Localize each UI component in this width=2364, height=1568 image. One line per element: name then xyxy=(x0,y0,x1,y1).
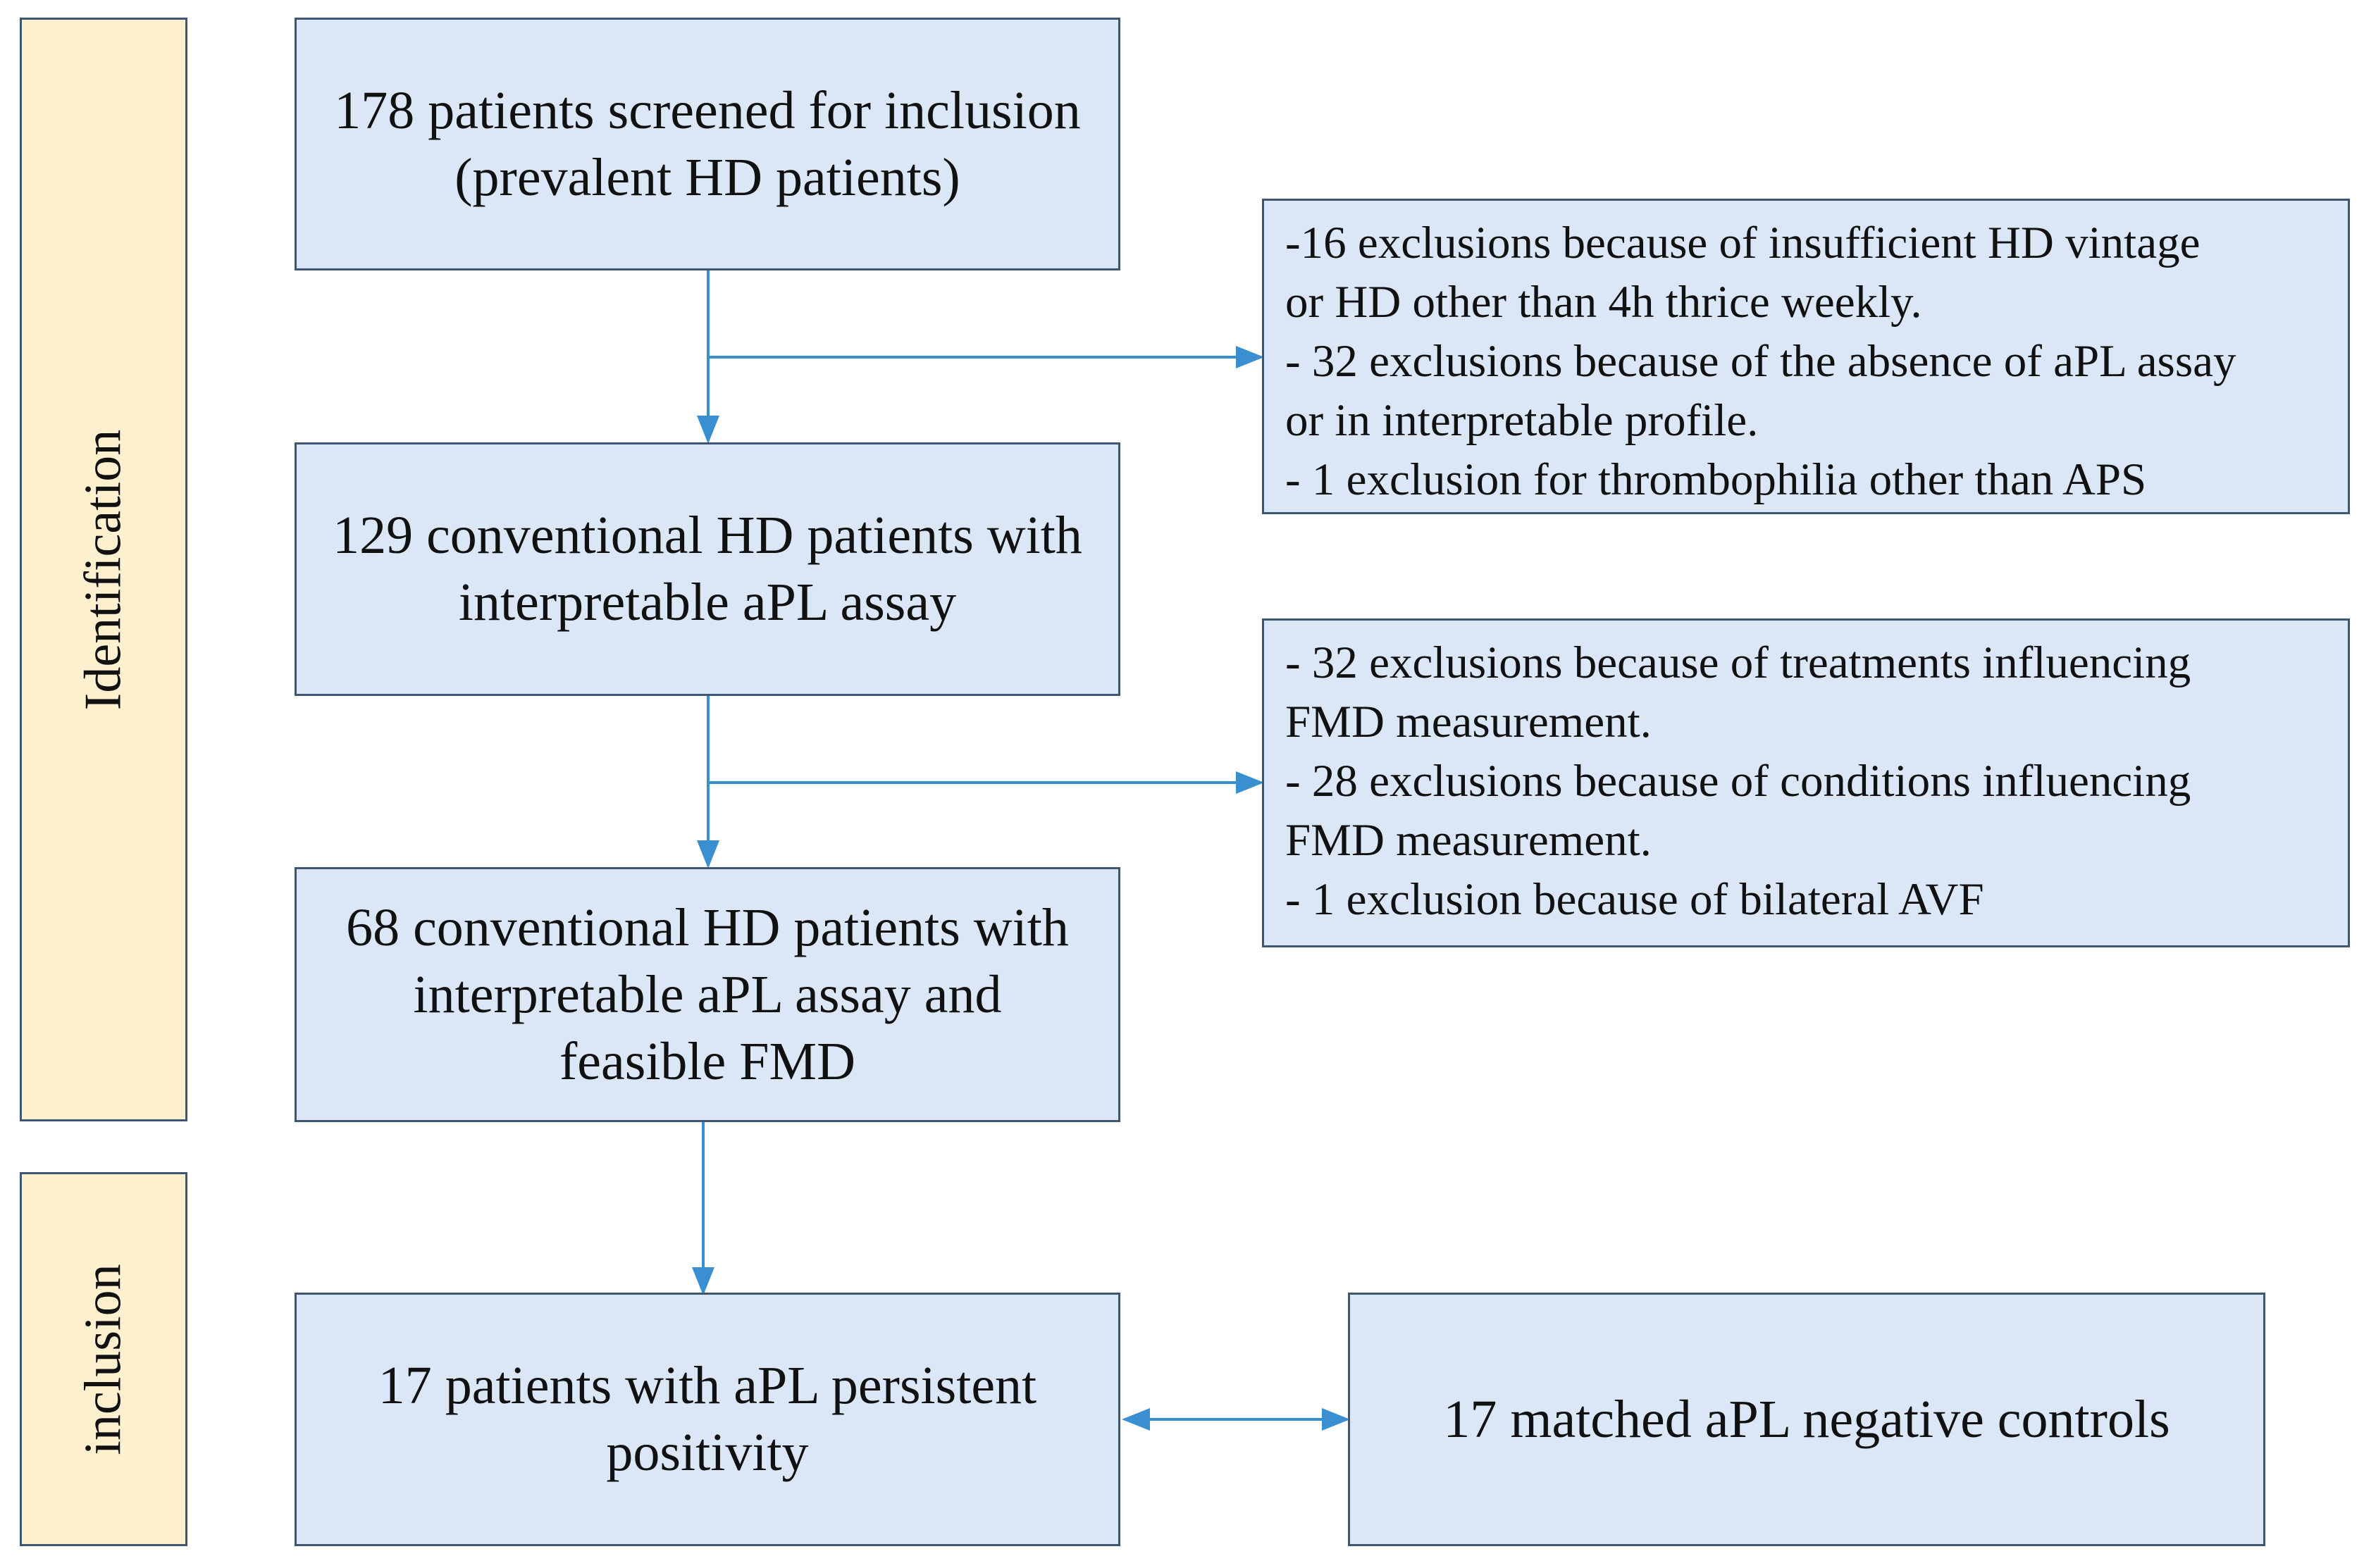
exclusion-line: - 28 exclusions because of conditions in… xyxy=(1285,756,2191,807)
exclusion-box-first: -16 exclusions because of insufficient H… xyxy=(1262,199,2350,514)
box-feasible-text: 68 conventional HD patients with interpr… xyxy=(346,895,1069,1095)
box-line: 17 matched aPL negative controls xyxy=(1443,1389,2170,1449)
box-line: 17 patients with aPL persistent xyxy=(378,1356,1037,1415)
box-line: 129 conventional HD patients with xyxy=(333,506,1082,565)
exclusion-line: or in interpretable profile. xyxy=(1285,395,1759,446)
box-conventional-patients: 129 conventional HD patients with interp… xyxy=(295,442,1120,696)
exclusion-line: - 1 exclusion because of bilateral AVF xyxy=(1285,874,1984,925)
box-controls-text: 17 matched aPL negative controls xyxy=(1443,1386,2170,1453)
box-matched-controls: 17 matched aPL negative controls xyxy=(1348,1293,2265,1546)
box-positive-text: 17 patients with aPL persistent positivi… xyxy=(378,1352,1036,1486)
box-line: feasible FMD xyxy=(559,1031,856,1091)
exclusion-line: - 1 exclusion for thrombophilia other th… xyxy=(1285,454,2147,505)
exclusion-line: - 32 exclusions because of the absence o… xyxy=(1285,336,2236,387)
exclusion-line: -16 exclusions because of insufficient H… xyxy=(1285,218,2201,268)
exclusion-line: FMD measurement. xyxy=(1285,815,1652,866)
stage-identification: Identification xyxy=(20,18,187,1121)
exclusion-box-second: - 32 exclusions because of treatments in… xyxy=(1262,618,2350,947)
box-conventional-text: 129 conventional HD patients with interp… xyxy=(333,502,1082,636)
box-line: interpretable aPL assay and xyxy=(413,964,1002,1024)
box-screened-patients: 178 patients screened for inclusion (pre… xyxy=(295,18,1120,270)
stage-identification-label: Identification xyxy=(74,429,132,710)
exclusion-line: or HD other than 4h thrice weekly. xyxy=(1285,277,1922,328)
exclusion-line: - 32 exclusions because of treatments in… xyxy=(1285,637,2191,688)
box-apl-positive-patients: 17 patients with aPL persistent positivi… xyxy=(295,1293,1120,1546)
box-line: interpretable aPL assay xyxy=(458,573,957,632)
exclusion-line: FMD measurement. xyxy=(1285,697,1652,747)
box-line: positivity xyxy=(606,1423,809,1482)
box-line: 68 conventional HD patients with xyxy=(346,897,1069,957)
box-screened-text: 178 patients screened for inclusion (pre… xyxy=(334,77,1080,211)
box-line: 178 patients screened for inclusion xyxy=(334,80,1081,140)
stage-inclusion: inclusion xyxy=(20,1172,187,1546)
stage-inclusion-label: inclusion xyxy=(74,1263,132,1455)
box-feasible-fmd-patients: 68 conventional HD patients with interpr… xyxy=(295,867,1120,1122)
box-line: (prevalent HD patients) xyxy=(454,147,960,207)
